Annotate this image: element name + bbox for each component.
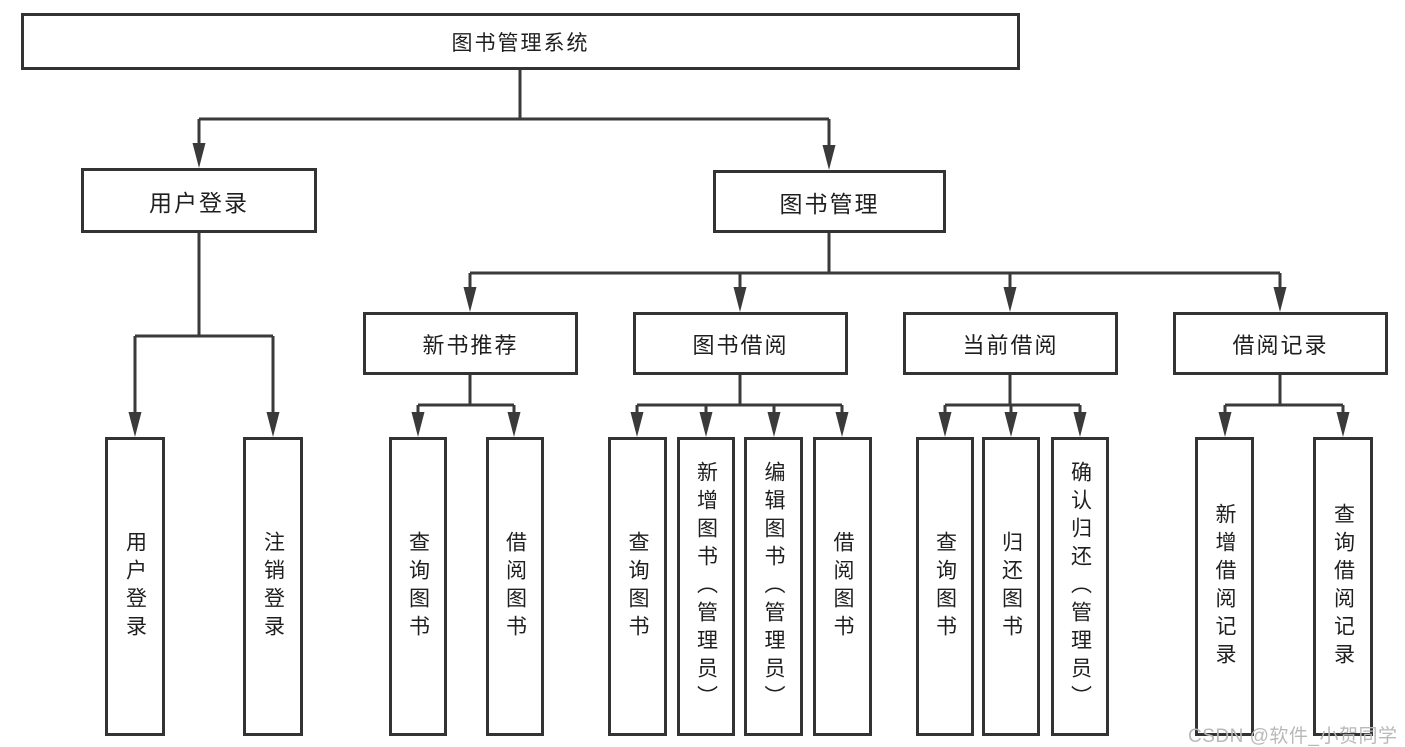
leaf-query-borrow-record: 查询借阅记录 [1313,437,1373,736]
node-label: 借阅图书 [503,530,527,643]
leaf-query-book-recommend: 查询图书 [389,437,447,736]
node-system-root: 图书管理系统 [21,13,1020,70]
arrowhead [1003,287,1017,312]
leaf-query-book-borrow: 查询图书 [608,437,667,736]
arrowhead [1073,412,1087,437]
node-book-management: 图书管理 [713,170,946,233]
connector-new-book-rec-children [416,375,516,412]
leaf-edit-book-admin: 编辑图书（管理员） [744,437,803,736]
node-borrow-records: 借阅记录 [1173,312,1388,375]
node-book-borrow: 图书借阅 [633,312,848,375]
connector-borrow-record-children [1223,375,1345,412]
node-new-book-recommend: 新书推荐 [363,312,578,375]
node-label: 归还图书 [999,530,1023,643]
node-label: 新增图书（管理员） [694,460,718,713]
arrowhead [1336,412,1350,437]
arrowhead [192,143,206,168]
node-label: 当前借阅 [962,332,1059,358]
arrowhead [128,412,142,437]
leaf-query-book-current: 查询图书 [916,437,974,736]
leaf-user-login: 用户登录 [105,437,165,736]
leaf-logout: 注销登录 [243,437,303,736]
arrowhead [266,412,280,437]
arrowhead [507,412,521,437]
leaf-borrow-book-recommend: 借阅图书 [486,437,544,736]
node-label: 借阅记录 [1232,332,1329,358]
arrowhead [733,287,747,312]
node-label: 图书管理系统 [451,31,590,55]
node-label: 查询图书 [406,530,430,643]
node-label: 新书推荐 [422,332,519,358]
arrowhead [822,145,836,170]
arrowhead [938,412,952,437]
leaf-borrow-book: 借阅图书 [813,437,872,736]
arrowhead [1218,412,1232,437]
connector-root-to-level2 [197,70,831,145]
node-label: 图书管理 [779,190,880,217]
node-label: 查询图书 [626,530,649,643]
connector-book-borrow-children [635,375,844,412]
leaf-add-book-admin: 新增图书（管理员） [677,437,735,736]
arrowhead [463,287,477,312]
leaf-return-book: 归还图书 [982,437,1040,736]
node-label: 查询借阅记录 [1331,502,1355,671]
node-label: 查询图书 [933,530,957,643]
node-label: 编辑图书（管理员） [762,460,785,713]
node-label: 用户登录 [123,530,147,643]
connector-user-login-children [133,233,275,412]
node-current-borrow: 当前借阅 [903,312,1118,375]
leaf-confirm-return-admin: 确认归还（管理员） [1051,437,1109,736]
arrowhead [1004,412,1018,437]
node-user-login: 用户登录 [81,168,317,233]
node-label: 借阅图书 [831,530,854,643]
csdn-watermark: CSDN @软件_小贺同学 [1188,726,1398,747]
node-label: 注销登录 [261,530,285,643]
arrowhead [1273,287,1287,312]
arrowhead [835,412,849,437]
arrowhead [630,412,644,437]
connector-current-borrow-children [943,375,1082,412]
node-label: 确认归还（管理员） [1068,460,1092,713]
leaf-add-borrow-record: 新增借阅记录 [1195,437,1254,736]
node-label: 用户登录 [149,189,249,216]
arrowhead [411,412,425,437]
arrowhead [699,412,713,437]
node-label: 新增借阅记录 [1213,502,1236,671]
node-label: 图书借阅 [692,332,789,358]
connector-book-mgmt-children [468,233,1282,287]
arrowhead [767,412,781,437]
